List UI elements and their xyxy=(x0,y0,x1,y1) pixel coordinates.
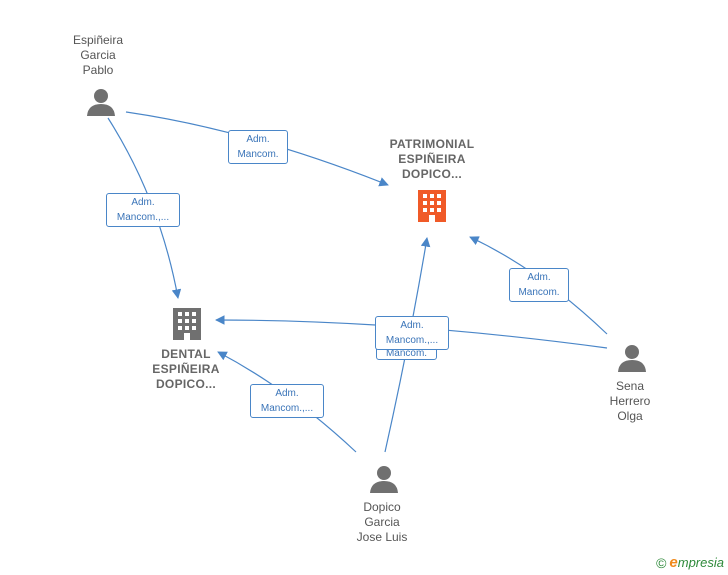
edge-label-dopico-dental[interactable]: Adm. Mancom.,... xyxy=(250,384,324,418)
building-icon[interactable] xyxy=(418,190,446,222)
node-label-espineira[interactable]: Espiñeira Garcia Pablo xyxy=(72,33,124,77)
node-label-dental[interactable]: DENTAL ESPIÑEIRA DOPICO... xyxy=(152,347,220,391)
brand-footer[interactable]: © empresia xyxy=(656,554,724,571)
node-label-dopico[interactable]: Dopico Garcia Jose Luis xyxy=(356,500,408,544)
person-icon[interactable] xyxy=(87,89,115,116)
node-label-sena[interactable]: Sena Herrero Olga xyxy=(609,379,651,423)
edge-label-sena-dental[interactable]: Adm. Mancom.,... xyxy=(375,316,449,350)
edge-label-sena-patrimonial[interactable]: Adm. Mancom. xyxy=(509,268,569,302)
edge-label-espineira-dental[interactable]: Adm. Mancom.,... xyxy=(106,193,180,227)
brand-logo: empresia xyxy=(669,554,724,571)
copyright-symbol: © xyxy=(656,554,667,571)
edge-label-espineira-patrimonial[interactable]: Adm. Mancom. xyxy=(228,130,288,164)
person-icon[interactable] xyxy=(370,466,398,493)
node-label-patrimonial[interactable]: PATRIMONIAL ESPIÑEIRA DOPICO... xyxy=(389,137,475,181)
building-icon[interactable] xyxy=(173,308,201,340)
person-icon[interactable] xyxy=(618,345,646,372)
